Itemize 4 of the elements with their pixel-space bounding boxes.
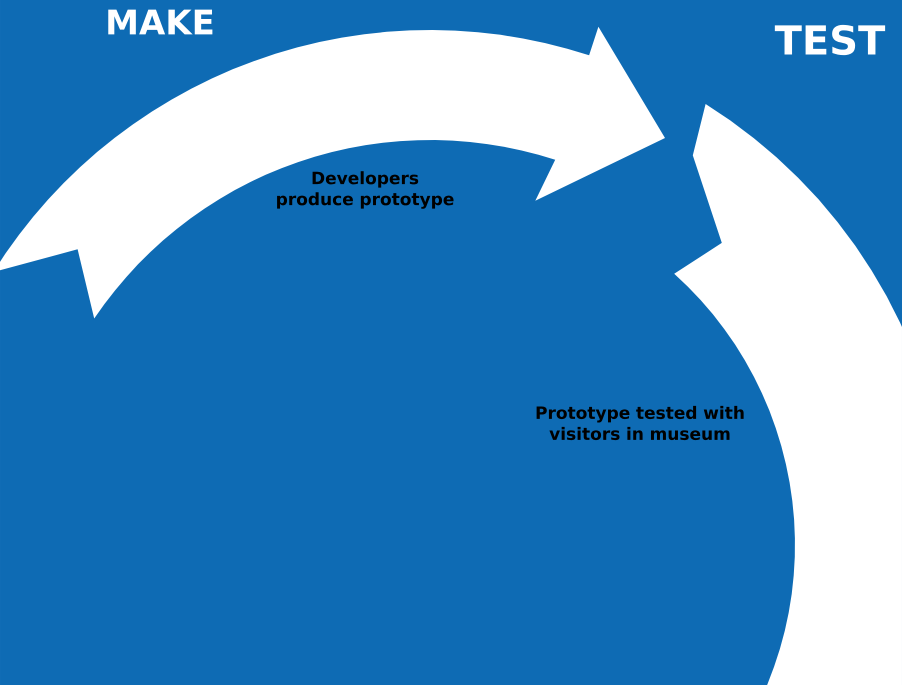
stage-word: TEST — [774, 24, 886, 56]
step-text: Prototype tested with visitors in museum — [536, 406, 744, 440]
stage-word: MAKE — [108, 10, 212, 34]
step-text: Developers produce prototype — [277, 171, 454, 209]
